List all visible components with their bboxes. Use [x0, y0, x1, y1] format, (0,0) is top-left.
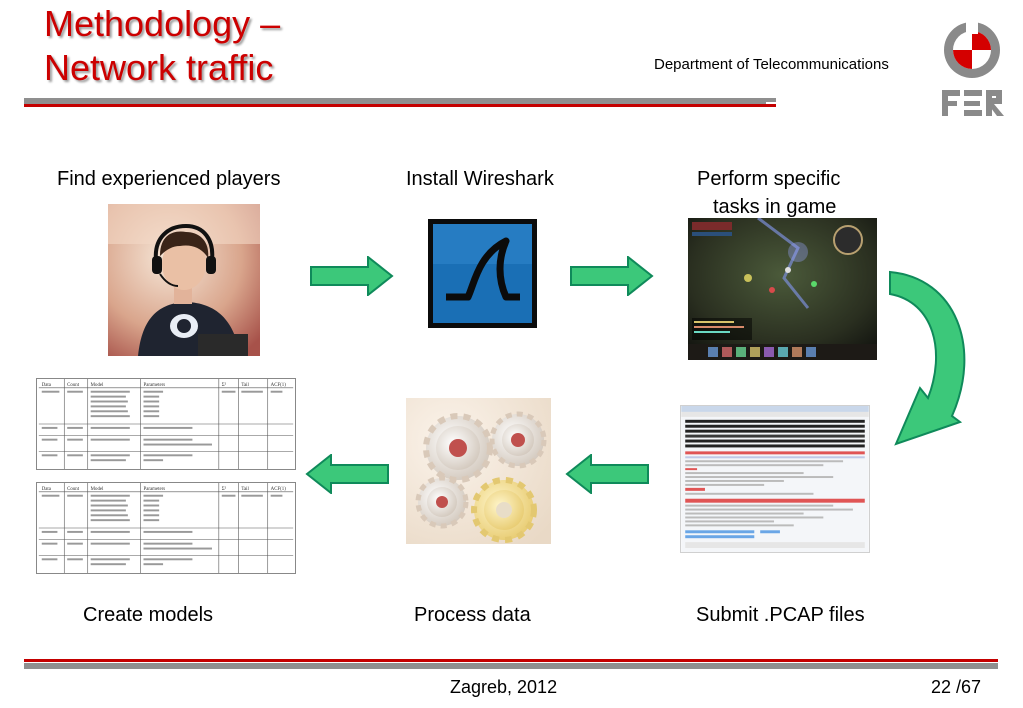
label-process-data: Process data: [414, 604, 531, 626]
wireshark-logo-icon: [428, 219, 537, 328]
table-header-cell: Tail: [241, 383, 249, 388]
table-header-cell: Count: [67, 487, 80, 492]
department-name: Department of Telecommunications: [654, 56, 889, 73]
label-perform-tasks-1: Perform specific: [697, 168, 841, 190]
table-header-cell: Tail: [241, 487, 249, 492]
table-header-cell: Parameters: [144, 383, 166, 388]
label-create-models: Create models: [83, 604, 214, 626]
table-header-cell: Σ²: [222, 486, 227, 492]
footer-location-date: Zagreb, 2012: [450, 677, 558, 697]
table-header-cell: Data: [42, 487, 52, 492]
header-gray-bar-end: [766, 98, 776, 102]
label-submit-pcap: Submit .PCAP files: [696, 604, 865, 626]
table-header-cell: Σ²: [222, 382, 227, 388]
header-red-bar: [24, 104, 776, 107]
footer-red-bar: [24, 659, 998, 662]
model-table-2: Data Count Model Parameters Σ² Tail ACF(1): [36, 482, 296, 574]
table-header-cell: Parameters: [144, 487, 166, 492]
model-table-1: Data Count Model Parameters Σ² Tail ACF(1): [36, 378, 296, 470]
arrow-left-1: [565, 454, 649, 494]
game-screenshot: [688, 218, 877, 360]
title-line-1: Methodology –: [44, 3, 281, 44]
footer-gray-bar: [24, 663, 998, 669]
fer-logo: [942, 20, 1004, 116]
arrow-left-2: [305, 454, 389, 494]
slide-title: Methodology – Network traffic: [44, 2, 280, 90]
label-install-wireshark: Install Wireshark: [406, 168, 554, 190]
table-header-cell: Model: [91, 383, 104, 388]
label-perform-tasks-2: tasks in game: [713, 196, 837, 218]
footer-page-number: 22 /67: [931, 677, 982, 697]
gears-icon: [406, 398, 551, 544]
label-find-players: Find experienced players: [57, 168, 281, 190]
title-line-2: Network traffic: [44, 47, 274, 88]
table-header-cell: Data: [42, 383, 52, 388]
table-header-cell: Model: [91, 487, 104, 492]
table-header-cell: ACF(1): [271, 383, 287, 388]
pcap-capture-screenshot: [680, 405, 870, 553]
curved-arrow-down: [889, 270, 966, 446]
header-gray-bar: [24, 98, 766, 105]
player-photo: [108, 204, 260, 356]
table-header-cell: Count: [67, 383, 80, 388]
arrow-right-2: [570, 256, 654, 296]
table-header-cell: ACF(1): [271, 487, 287, 492]
arrow-right-1: [310, 256, 394, 296]
